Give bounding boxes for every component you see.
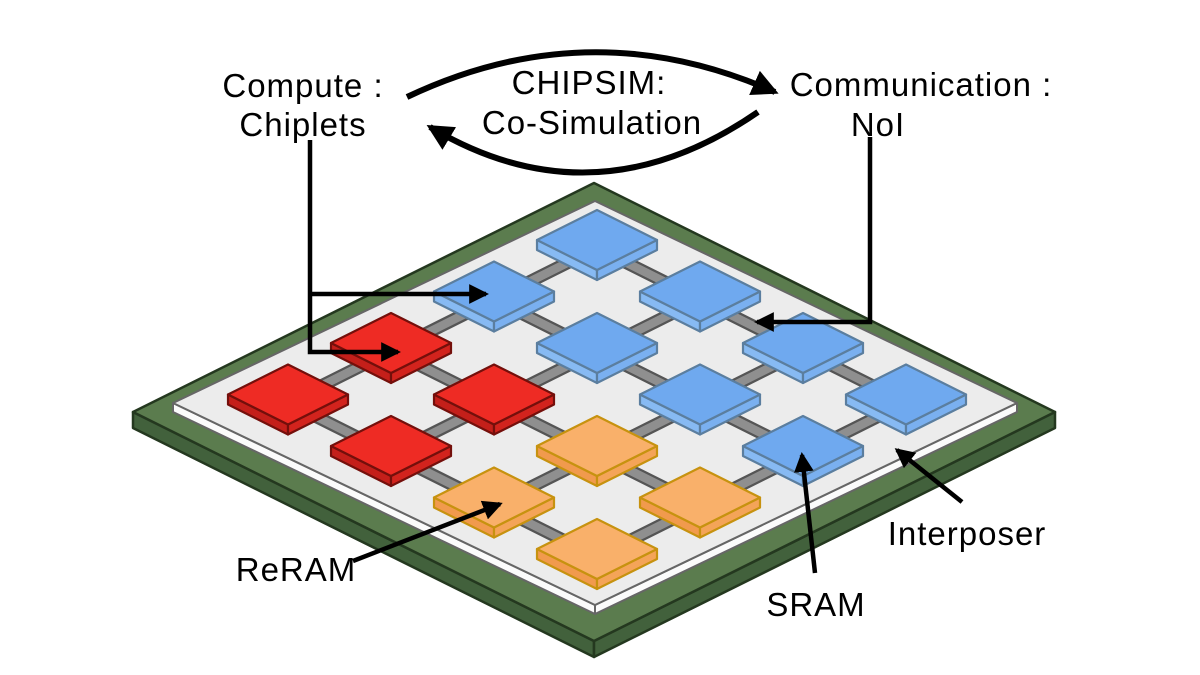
chipsim-title-line2: Co-Simulation	[481, 104, 703, 141]
chiplet-blue	[844, 363, 968, 436]
cycle-arrow-back	[426, 109, 760, 176]
chiplet-red	[329, 414, 453, 488]
chiplet-blue	[535, 311, 659, 385]
chiplet-blue	[535, 208, 659, 282]
reram-callout-label: ReRAM	[235, 551, 357, 588]
chiplet-orange	[638, 466, 762, 539]
cycle-arrow-forward	[405, 49, 779, 100]
sram-callout-label: SRAM	[766, 586, 866, 623]
annotations	[307, 49, 964, 574]
chiplet-blue	[432, 260, 556, 333]
chiplet-orange	[535, 414, 659, 488]
chiplet-red	[226, 363, 350, 436]
chiplet-blue	[638, 260, 762, 333]
communication-label-line1: Communication :	[789, 66, 1053, 103]
communication-label-line2: NoI	[850, 106, 906, 143]
interposer-arrow	[894, 448, 964, 504]
interposer-callout-label: Interposer	[887, 515, 1047, 552]
reram-arrow	[352, 500, 503, 564]
noi-connector	[754, 137, 873, 332]
chiplet-grid	[226, 208, 968, 591]
chiplet-orange	[535, 517, 659, 591]
compute-connector-red	[307, 140, 401, 362]
chipsim-title-line1: CHIPSIM:	[511, 64, 667, 101]
chiplet-blue	[741, 414, 865, 488]
chiplet-blue	[638, 363, 762, 436]
compute-label-line1: Compute :	[222, 67, 384, 104]
sram-arrow	[794, 452, 818, 574]
chiplet-orange	[432, 466, 556, 539]
chiplet-red	[432, 363, 556, 436]
compute-label-line2: Chiplets	[239, 106, 367, 143]
